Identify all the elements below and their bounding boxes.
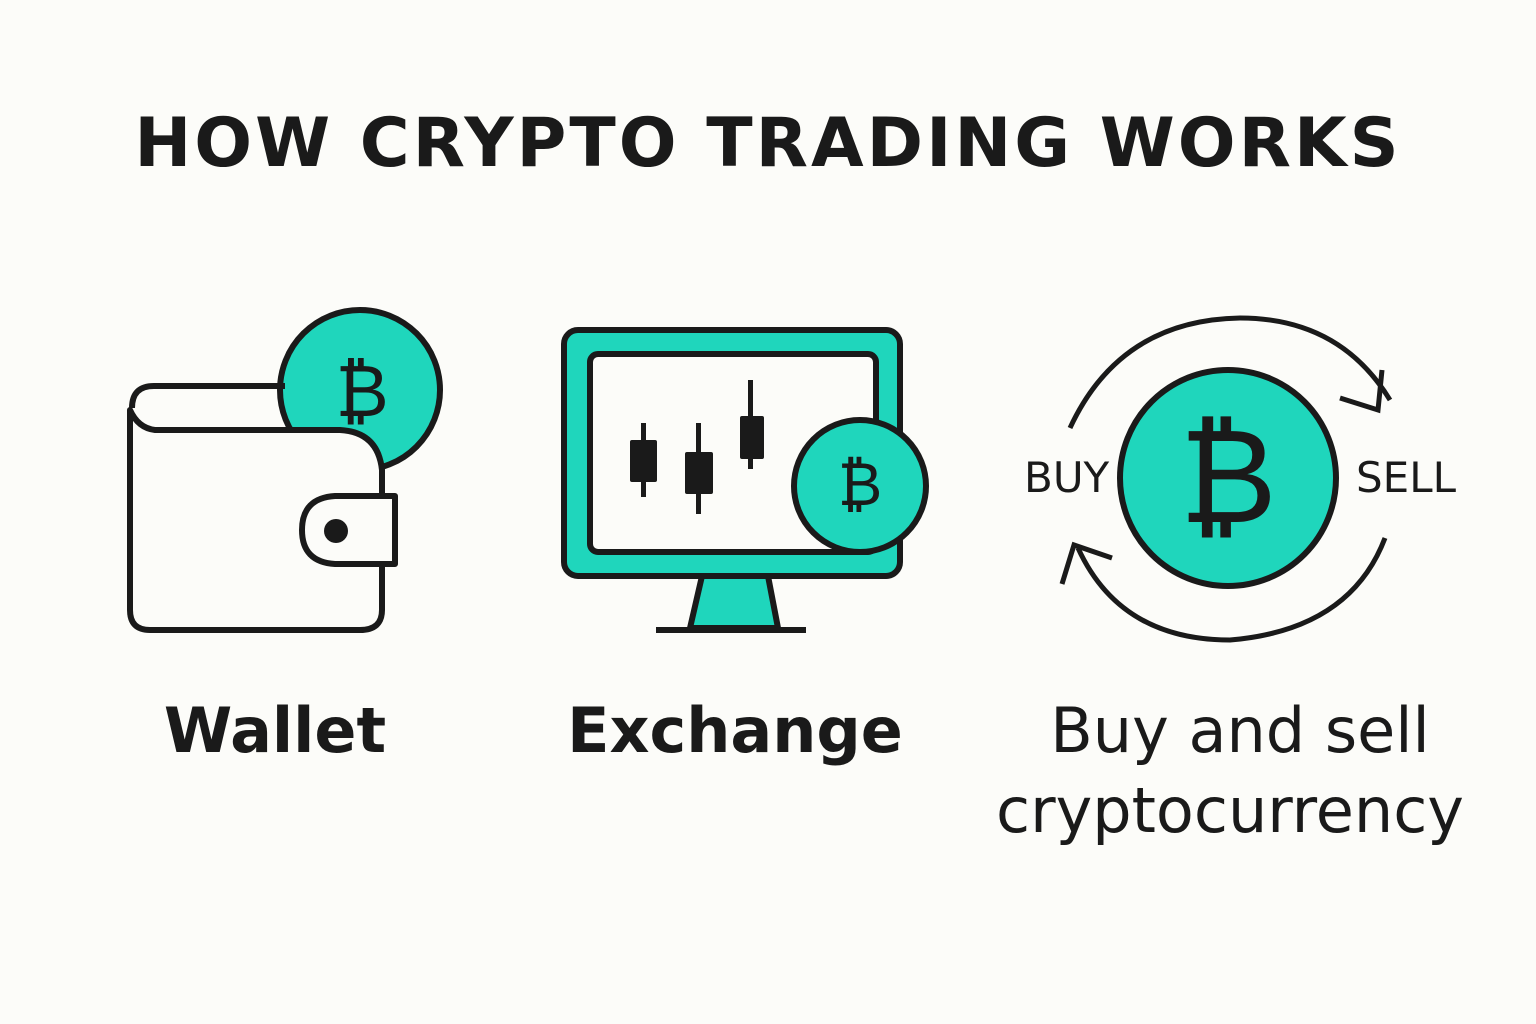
- exchange-monitor-icon: [561, 327, 929, 633]
- step-label-buy-sell-line1: Buy and sell: [1050, 694, 1430, 767]
- buy-text: BUY: [1024, 453, 1110, 502]
- step-label-wallet: Wallet: [163, 694, 387, 767]
- coin-symbol: ₿: [1179, 400, 1277, 554]
- coin-symbol: ₿: [335, 349, 389, 433]
- candlestick-chart-icon: [630, 380, 764, 514]
- buy-sell-cycle-icon: BUY SELL: [1024, 315, 1457, 643]
- coin-symbol: ₿: [837, 450, 883, 520]
- step-label-exchange: Exchange: [567, 694, 903, 767]
- sell-text: SELL: [1356, 453, 1457, 502]
- wallet-icon: [127, 307, 443, 633]
- page-title: HOW CRYPTO TRADING WORKS: [134, 104, 1402, 183]
- step-label-buy-sell-line2: cryptocurrency: [996, 774, 1464, 847]
